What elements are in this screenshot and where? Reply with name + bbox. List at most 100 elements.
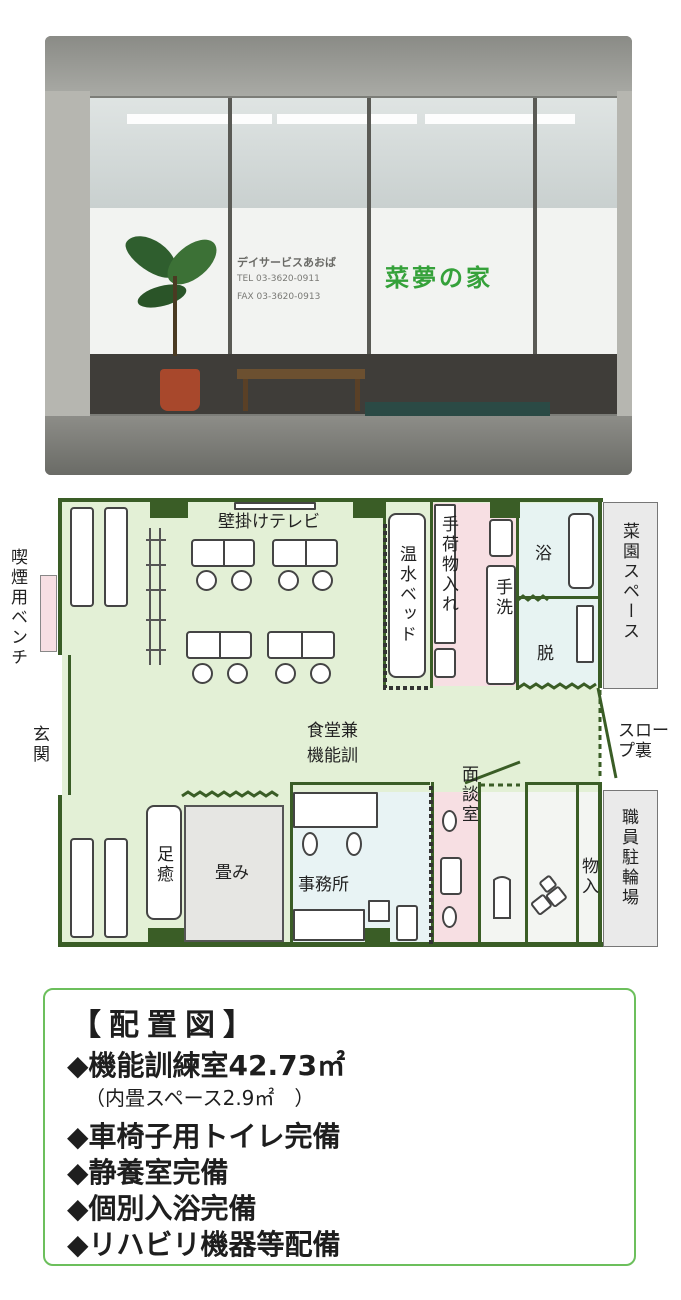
label-smoking-bench: 喫煙用ベンチ (7, 548, 27, 668)
label-garden: 菜園スペース (619, 522, 639, 642)
facility-entrance-photo: デイサービスあおば TEL 03-3620-0911 FAX 03-3620-0… (45, 36, 632, 475)
label-interview: 面談室 (458, 765, 478, 825)
bench-leg (355, 379, 360, 411)
exercise-mat (70, 507, 94, 607)
warm-water-bed (388, 513, 426, 678)
handwash-sink (486, 565, 516, 685)
plant-pot (160, 369, 200, 411)
bench (237, 369, 365, 379)
photo-light (127, 114, 272, 124)
photo-left-pillar (45, 91, 90, 421)
tv-unit (234, 502, 316, 510)
office-box (368, 900, 390, 922)
wall (148, 928, 188, 947)
office-chair (302, 832, 318, 856)
chair (192, 663, 213, 684)
wall (525, 782, 600, 785)
foot-bath (146, 805, 182, 920)
office-box (396, 905, 418, 941)
chair (312, 570, 333, 591)
label-dining-1: 食堂兼 (307, 721, 358, 741)
exercise-mat (104, 507, 128, 607)
wall (430, 500, 433, 688)
wall (58, 942, 603, 947)
wall (525, 782, 528, 945)
photo-mullion (533, 98, 537, 398)
tatami-area (184, 805, 284, 942)
label-luggage: 手荷物入れ (438, 515, 458, 615)
wall (598, 498, 602, 688)
label-handwash: 手洗 (492, 578, 512, 618)
photo-light (425, 114, 575, 124)
wall (478, 782, 481, 945)
smoking-bench (40, 575, 57, 652)
handwash-box (489, 519, 513, 557)
photo-floor (45, 416, 632, 475)
wall (516, 596, 598, 599)
photo-right-pillar (617, 91, 632, 421)
storage-room (577, 792, 601, 942)
info-line: ◆車椅子用トイレ完備 (67, 1120, 341, 1153)
luggage-box (434, 648, 456, 678)
interview-table (440, 857, 462, 895)
bench-leg (243, 379, 248, 411)
exercise-mat (104, 838, 128, 938)
info-line: ◆リハビリ機器等配備 (67, 1228, 341, 1261)
office-cabinet (293, 909, 365, 941)
bathtub (568, 513, 594, 589)
label-dining-2: 機能訓 (307, 746, 358, 766)
sign-facility-name: 菜夢の家 (385, 264, 493, 292)
label-dressing: 脱 (537, 644, 554, 664)
chair (227, 663, 248, 684)
entrance-gap (58, 655, 62, 795)
chair (275, 663, 296, 684)
info-box: 【配置図】 ◆機能訓練室42.73㎡ （内畳スペース2.9㎡ ） ◆車椅子用トイ… (43, 988, 636, 1266)
wall (516, 500, 519, 690)
exercise-mat (70, 838, 94, 938)
label-tv: 壁掛けテレビ (218, 512, 320, 532)
office-chair (346, 832, 362, 856)
label-bath: 浴 (535, 544, 552, 564)
wall (576, 782, 579, 945)
photo-fascia (45, 36, 632, 96)
garden-space (603, 502, 658, 689)
sign-tel: TEL 03-3620-0911 (237, 274, 320, 284)
label-storage: 物入 (578, 857, 598, 897)
label-entrance: 玄関 (29, 725, 49, 765)
chair (310, 663, 331, 684)
info-line: （内畳スペース2.9㎡ ） (85, 1086, 315, 1110)
info-line: ◆個別入浴完備 (67, 1192, 257, 1225)
table-divider (219, 633, 221, 657)
label-warm-bed: 温水ベッド (396, 545, 416, 645)
office-desk (293, 792, 378, 828)
wall (58, 498, 603, 502)
chair (196, 570, 217, 591)
luggage-shelf (434, 504, 456, 644)
chair (231, 570, 252, 591)
interview-chair (442, 810, 457, 832)
label-slope: スロープ裏 (618, 721, 669, 761)
dressing-shelf (576, 605, 594, 663)
info-title: 【配置図】 (71, 1008, 261, 1043)
wall (353, 498, 383, 518)
label-office: 事務所 (298, 875, 349, 895)
photo-light (277, 114, 417, 124)
table-divider (305, 541, 307, 565)
chair (278, 570, 299, 591)
wall (365, 928, 390, 947)
table-divider (301, 633, 303, 657)
wall (490, 498, 520, 518)
info-line: ◆静養室完備 (67, 1156, 229, 1189)
sign-service-name: デイサービスあおば (237, 256, 336, 269)
plant-stem (173, 276, 177, 356)
photo-mullion (228, 98, 232, 398)
sign-fax: FAX 03-3620-0913 (237, 292, 321, 302)
toilet-2 (527, 792, 577, 942)
label-tatami: 畳み (215, 863, 249, 883)
entrance-door (68, 655, 71, 795)
wall (150, 498, 188, 518)
interview-chair (442, 906, 457, 928)
info-line: ◆機能訓練室42.73㎡ (67, 1049, 346, 1082)
wall (290, 782, 430, 785)
